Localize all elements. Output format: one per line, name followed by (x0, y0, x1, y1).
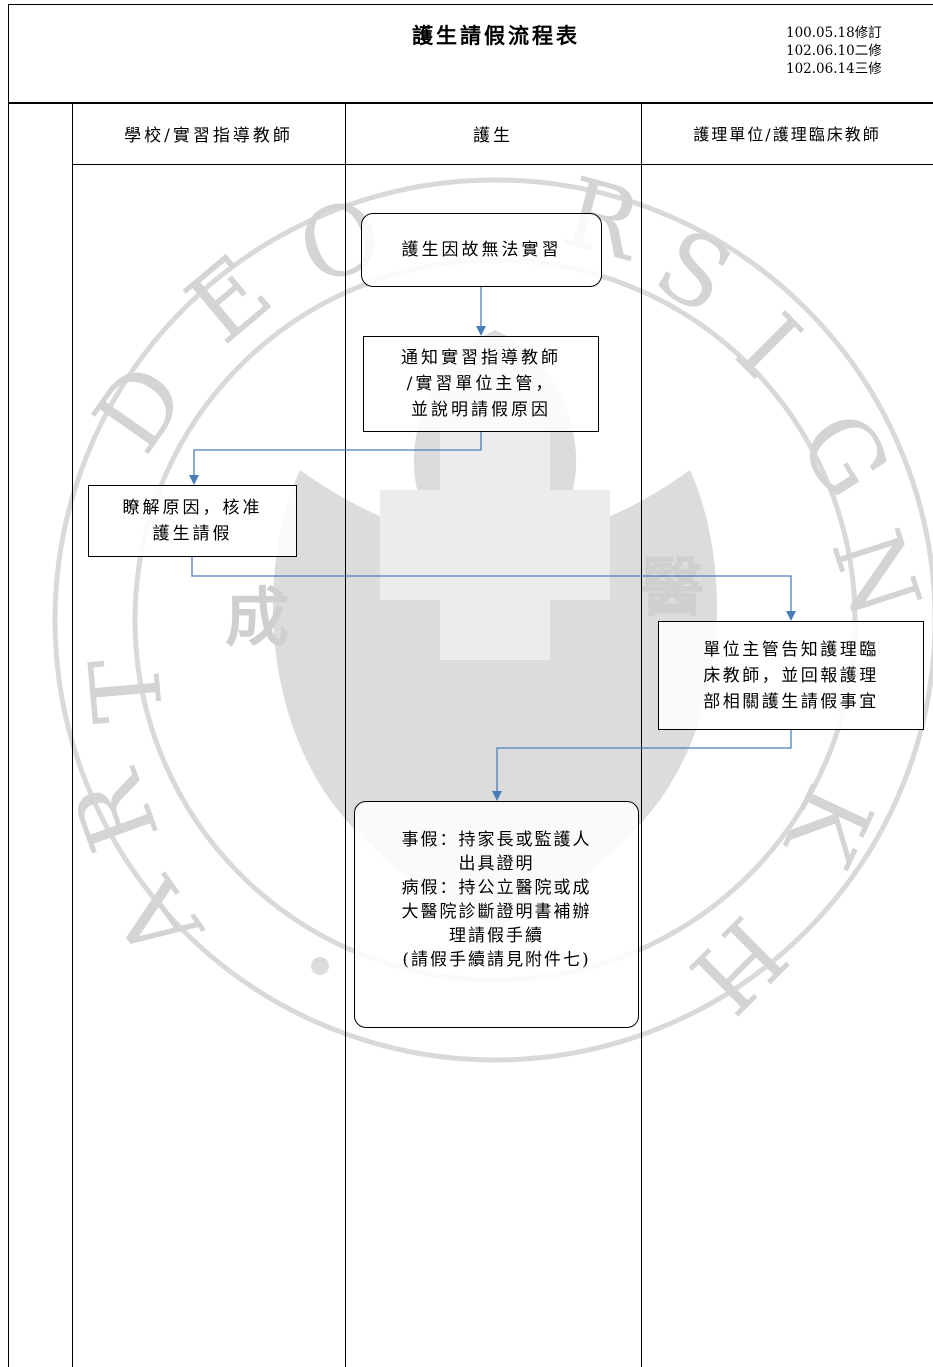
arrow-notify-to-approve (189, 432, 482, 485)
lane-header-school-teacher: 學校/實習指導教師 (124, 125, 293, 146)
node-text: 床教師，並回報護理 (703, 665, 879, 686)
svg-text:G: G (776, 393, 912, 517)
process-node-unit-report: 單位主管告知護理臨 床教師，並回報護理 部相關護生請假事宜 (658, 621, 924, 730)
start-node-cannot-attend: 護生因故無法實習 (361, 213, 602, 287)
revision-notes: 100.05.18修訂 102.06.10二修 102.06.14三修 (786, 24, 882, 78)
node-text: 並說明請假原因 (411, 400, 551, 420)
node-text: 病假：持公立醫院或成 (401, 878, 592, 898)
node-text: 事假：持家長或監護人 (401, 830, 592, 850)
title-row-divider (8, 102, 933, 104)
node-text: 理請假手續 (449, 926, 544, 946)
svg-text:E: E (166, 234, 292, 365)
end-node-leave-procedure: 事假：持家長或監護人 出具證明 病假：持公立醫院或成 大醫院診斷證明書補辦 理請… (354, 801, 639, 1028)
revision-line: 102.06.10二修 (786, 43, 882, 59)
process-node-notify-teacher: 通知實習指導教師 /實習單位主管， 並說明請假原因 (363, 336, 599, 432)
lane-divider-2 (345, 102, 346, 1367)
lane-header-student: 護生 (473, 125, 513, 146)
node-text: 部相關護生請假事宜 (703, 691, 879, 712)
header-row-divider (72, 164, 933, 165)
node-text: 護生請假 (152, 524, 233, 544)
node-text: 大醫院診斷證明書補辦 (401, 902, 592, 922)
process-node-approve-leave: 瞭解原因，核准 護生請假 (88, 485, 297, 557)
frame-left-border (8, 4, 9, 1367)
page-title: 護生請假流程表 (412, 23, 580, 48)
lane-divider-3 (641, 102, 642, 1367)
frame-top-border (8, 4, 933, 5)
node-text: 出具證明 (458, 854, 535, 874)
arrow-approve-to-report (191, 557, 796, 621)
lane-divider-1 (72, 102, 73, 1367)
svg-text:K: K (761, 769, 894, 883)
lane-header-nursing-unit: 護理單位/護理臨床教師 (693, 125, 881, 144)
svg-text:T: T (68, 653, 185, 727)
node-text: 瞭解原因，核准 (122, 498, 263, 518)
svg-text:A: A (92, 857, 225, 980)
svg-text:D: D (72, 344, 208, 471)
svg-text:R: R (50, 756, 181, 865)
svg-text:S: S (638, 207, 751, 337)
node-text: 護生因故無法實習 (401, 240, 562, 260)
node-text: /實習單位主管， (406, 374, 556, 394)
svg-text:N: N (809, 517, 933, 631)
svg-text:成: 成 (225, 582, 289, 656)
svg-text:I: I (715, 293, 821, 399)
node-text: 單位主管告知護理臨 (703, 639, 879, 660)
svg-text:醫: 醫 (640, 552, 704, 626)
node-text: 通知實習指導教師 (401, 348, 561, 368)
revision-line: 100.05.18修訂 (786, 25, 882, 41)
revision-line: 102.06.14三修 (786, 61, 882, 77)
svg-text:H: H (669, 895, 807, 1033)
node-text: (請假手續請見附件七) (402, 950, 591, 970)
arrow-report-to-final (492, 730, 792, 801)
